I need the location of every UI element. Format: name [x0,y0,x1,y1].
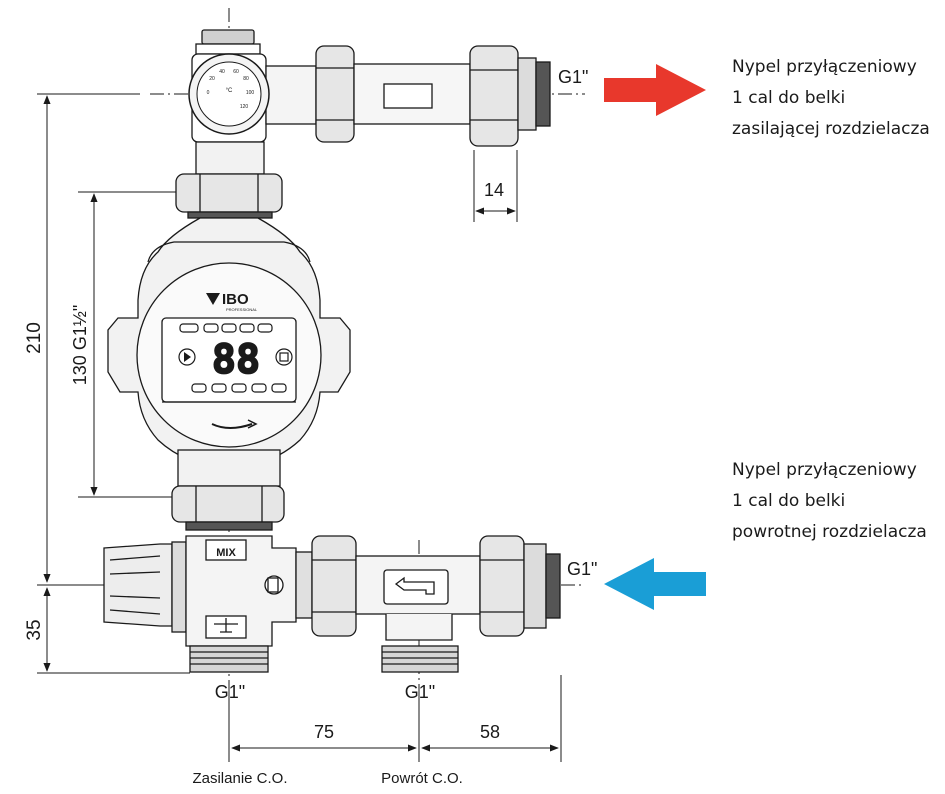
supply-note: Nypel przyłączeniowy 1 cal do belki zasi… [732,52,930,145]
thermo-tick-100: 100 [246,90,255,96]
thread-return-in: G1" [567,559,597,579]
thermo-unit: °C [226,88,233,94]
return-arrow [604,558,706,610]
logo-text: IBO [222,291,249,308]
thermo-tick-0: 0 [207,90,210,96]
supply-arrow [604,64,706,116]
circulation-pump [107,217,351,531]
dim-130: 130 G1½" [70,305,90,385]
dim-14: 14 [484,180,504,200]
pump-display-digits: 88 [212,337,260,383]
supply-note-line-1: Nypel przyłączeniowy [732,57,917,77]
logo-subtext: PROFESSIONAL [226,307,258,312]
dimension-lines [37,93,562,762]
return-note: Nypel przyłączeniowy 1 cal do belki powr… [732,455,927,548]
thread-bottom-supply: G1" [215,682,245,702]
thermo-tick-20: 20 [209,76,215,82]
thermo-tick-120: 120 [240,104,249,110]
thread-bottom-return: G1" [405,682,435,702]
return-note-line-1: Nypel przyłączeniowy [732,460,917,480]
ibo-logo: IBO PROFESSIONAL [206,291,258,312]
stop-icon [275,348,293,366]
dim-58: 58 [480,722,500,742]
dim-75: 75 [314,722,334,742]
label-zasilanie: Zasilanie C.O. [192,770,287,787]
thread-supply-out: G1" [558,67,588,87]
mix-label: MIX [216,547,236,559]
dim-35: 35 [24,619,45,640]
supply-note-line-2: 1 cal do belki [732,88,846,108]
return-note-line-3: powrotnej rozdzielacza [732,522,927,542]
pump-control-panel [178,323,293,393]
thermo-tick-40: 40 [219,69,225,75]
bottom-return-line [103,535,561,673]
thermo-tick-80: 80 [243,76,249,82]
supply-note-line-3: zasilającej rozdzielacza [732,119,930,139]
dim-210: 210 [24,322,45,354]
return-note-line-2: 1 cal do belki [732,491,846,511]
thermo-tick-60: 60 [233,69,239,75]
thermometer-gauge: °C 20 40 60 80 100 120 0 [188,53,270,135]
label-powrot: Powrót C.O. [381,770,463,787]
